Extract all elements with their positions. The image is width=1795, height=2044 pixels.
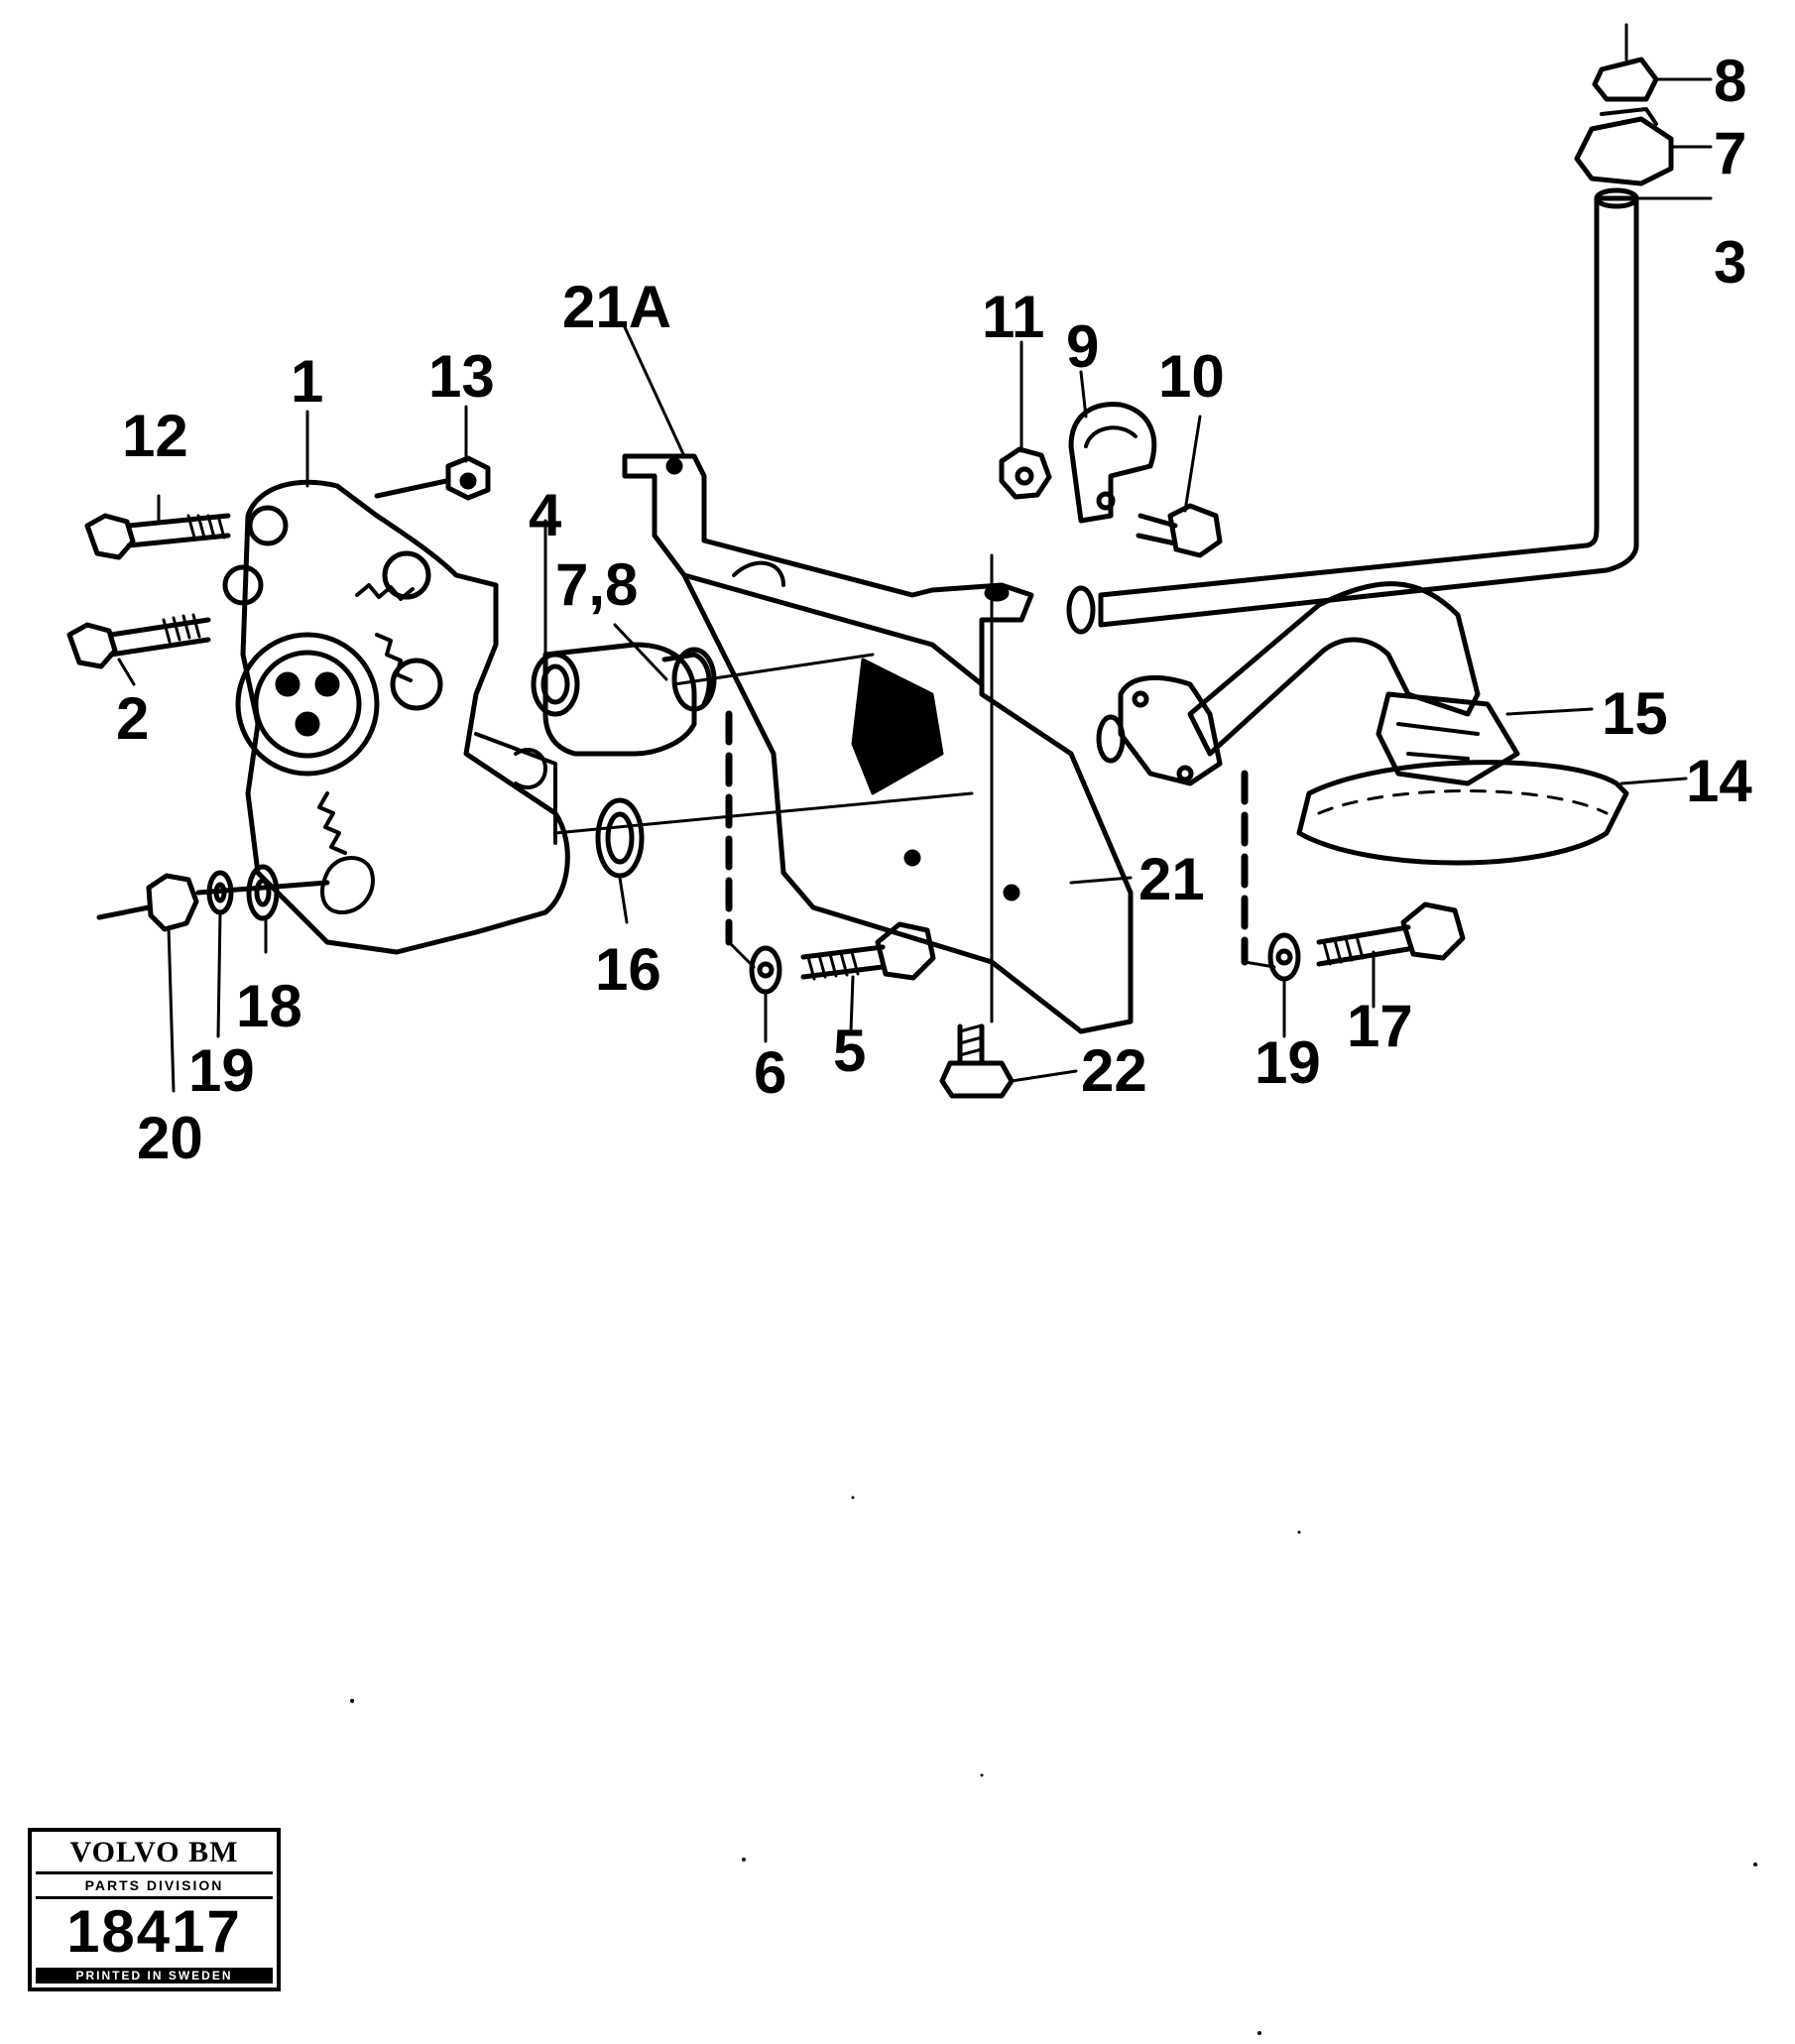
division-label: PARTS DIVISION [36,1871,273,1899]
clamp-9 [1068,402,1157,524]
printed-label: PRINTED IN SWEDEN [36,1968,273,1984]
washer-6 [749,945,782,995]
callout-5: 5 [833,1018,867,1084]
callout-20: 20 [137,1105,203,1171]
callout-21: 21 [1138,846,1205,912]
bolt-5 [800,921,936,981]
callout-18: 18 [236,973,302,1039]
nut-7 [1574,107,1674,186]
plug-8 [1592,23,1659,102]
bolt-17 [1316,902,1466,967]
assembly-leader-lines [672,553,1276,1023]
dipstick-tube-3 [1066,187,1639,635]
callout-22: 22 [1081,1037,1147,1104]
bolt-12 [84,513,231,560]
washer-18 [195,864,330,921]
callout-12: 12 [122,403,188,469]
callout-3: 3 [1714,229,1747,296]
callout-19-left: 19 [188,1037,255,1104]
callout-1: 1 [291,348,324,415]
illustration-number: 18417 [66,1898,242,1965]
nut-20 [96,873,199,932]
nut-13 [374,455,491,501]
print-specks [350,1496,1757,2035]
parts-catalog-badge: VOLVO BM PARTS DIVISION 18417 PRINTED IN… [28,1828,281,1991]
oil-pump [222,479,570,955]
washer-19-right [1267,932,1301,982]
callout-17: 17 [1347,993,1413,1059]
callout-leaders [117,77,1713,1093]
callout-9: 9 [1066,313,1100,380]
callout-19-right: 19 [1255,1029,1321,1096]
assembly-dashed-lines [725,710,1249,966]
callout-2: 2 [116,685,150,752]
callout-7-8: 7,8 [555,551,639,618]
bracket-21 [622,453,1134,1034]
callout-15: 15 [1602,680,1668,747]
callout-8: 8 [1714,48,1747,114]
callout-10: 10 [1158,343,1225,410]
bolt-22 [939,1023,1015,1099]
suction-pipe-15 [1096,581,1520,786]
callout-16: 16 [595,936,661,1003]
nut-11 [999,446,1052,500]
callout-11: 11 [982,284,1045,350]
seal-ring-16 [553,791,974,879]
callout-7: 7 [1714,120,1747,186]
brand-name: VOLVO BM [69,1836,239,1868]
bolt-2 [66,613,211,669]
callout-14: 14 [1686,748,1752,814]
callout-21a: 21A [562,274,672,340]
bolt-10 [1136,503,1223,558]
strainer-14 [1296,760,1629,866]
callout-6: 6 [754,1039,787,1106]
pipe-coupling-4 [531,642,717,757]
callout-4: 4 [529,482,562,548]
callout-13: 13 [428,343,495,410]
